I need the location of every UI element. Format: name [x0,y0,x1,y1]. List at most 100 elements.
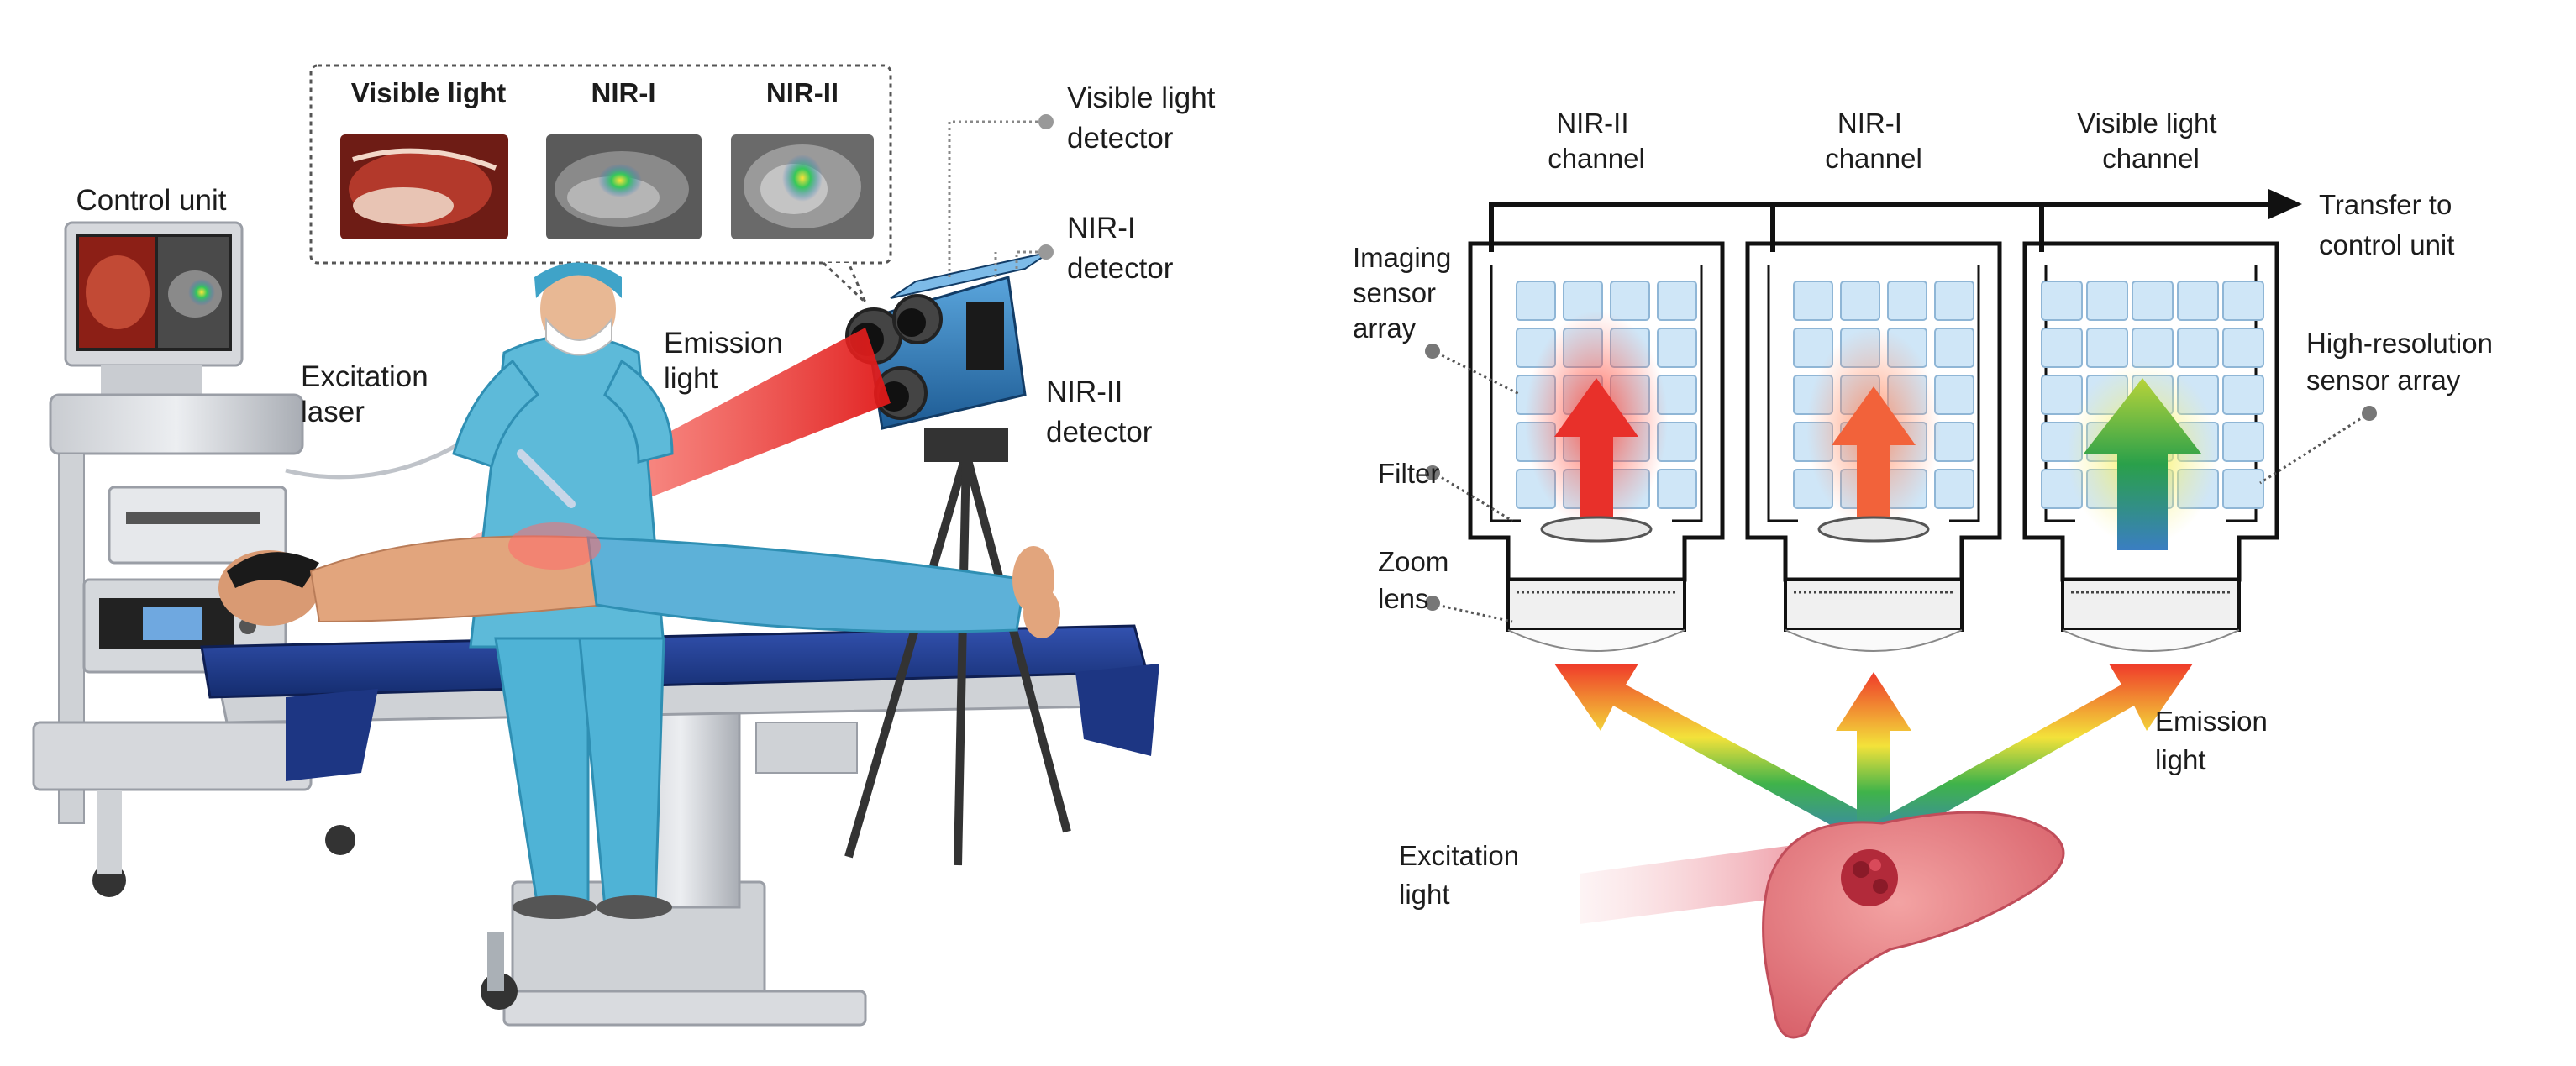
sensor-cell [2222,422,2264,462]
label-zoom-line1: Zoom [1378,546,1448,577]
sensor-cell [1887,281,1927,321]
sensor-cell [2222,328,2264,368]
label-nir1-detector-line1: NIR-I [1067,212,1136,244]
label-channel-nir2: NIR-II channel [1548,108,1645,174]
label-excitation-laser: Excitation laser [301,360,436,428]
tripod-camera [844,251,1071,866]
visible-detector-dot [1038,114,1054,129]
sensor-cell [1934,281,1974,321]
label-high-res-line2: sensor array [2306,365,2461,396]
inset-label-nir1: NIR-I [591,77,656,108]
label-zoom-line2: lens [1378,583,1429,614]
label-nir2-detector-line2: detector [1046,416,1153,449]
label-visible-light-detector-line2: detector [1067,122,1174,155]
nir2-signal-arrow [1554,378,1638,521]
channel-nir2 [1468,241,1725,652]
label-visible-light-detector: Visible light detector [1067,81,1223,155]
sensor-cell [2177,281,2219,321]
inset-nir2-image [731,134,874,239]
image-inset-callout: Visible light NIR-I NIR-II [309,64,892,304]
detector-callout-lines [948,120,1042,277]
label-channel-nir2-line1: NIR-II [1556,108,1628,139]
left-panel-scene: Visible light NIR-I NIR-II [32,64,1223,1027]
sensor-cell [2041,281,2083,321]
label-channel-visible-line1: Visible light [2077,108,2216,139]
label-emission-light-line1: Emission [664,327,783,360]
imaging-sensor-dot [1425,344,1440,359]
sensor-cell [1657,469,1697,509]
sensor-cell [2132,328,2174,368]
label-transfer-line2: control unit [2319,229,2454,260]
label-transfer-to-control-unit: Transfer to control unit [2319,189,2460,260]
label-channel-visible: Visible light channel [2077,108,2225,174]
sensor-cell [2177,328,2219,368]
sensor-cell [1840,281,1880,321]
emission-arrow-center [1836,672,1911,857]
label-channel-nir1: NIR-I channel [1825,108,1922,174]
patient-figure [218,522,1060,638]
filter-disc-nir1 [1817,516,1930,543]
label-excitation-light-line2: light [1399,879,1450,910]
sensor-cell [1610,281,1650,321]
emission-arrows [1554,664,2193,857]
label-emission-light-line2: light [664,362,718,395]
sensor-cell [2086,328,2128,368]
sensor-cell [2086,281,2128,321]
sensor-cell [1793,281,1833,321]
label-emission-right-line1: Emission [2155,706,2268,737]
label-high-resolution-sensor-array: High-resolution sensor array [2306,328,2500,396]
label-channel-nir1-line1: NIR-I [1837,108,1902,139]
label-nir1-detector: NIR-I detector [1067,212,1174,285]
label-control-unit: Control unit [76,184,227,217]
filter-dot [1425,465,1440,480]
high-res-dot [2362,406,2377,421]
tumor [1841,849,1898,906]
sensor-cell [2132,281,2174,321]
sensor-cell [2222,469,2264,509]
emission-arrow-right [1865,664,2193,848]
label-zoom-lens: Zoom lens [1378,546,1457,614]
nir1-signal-arrow [1832,386,1916,521]
label-excitation-laser-line1: Excitation [301,360,428,393]
inset-label-nir2: NIR-II [766,77,839,108]
sensor-cell [1934,328,1974,368]
sensor-cell [1934,375,1974,415]
sensor-cell [2041,328,2083,368]
inset-visible-image [340,134,508,239]
label-channel-visible-line2: channel [2102,143,2200,174]
channel-nir1 [1745,241,2002,652]
label-emission-light: Emission light [664,327,791,395]
label-imaging-line3: array [1353,312,1417,344]
visible-signal-arrow [2084,378,2201,550]
label-filter: Filter [1378,458,1439,489]
label-excitation-light: Excitation light [1399,840,1527,910]
sensor-cell [2222,375,2264,415]
label-imaging-line1: Imaging [1353,242,1451,273]
label-transfer-line1: Transfer to [2319,189,2452,220]
label-excitation-laser-line2: laser [301,396,365,428]
label-high-res-line1: High-resolution [2306,328,2493,359]
label-nir2-detector-line1: NIR-II [1046,375,1122,408]
inset-nir1-image [546,134,702,239]
label-emission-right-line2: light [2155,744,2206,775]
label-emission-light-right: Emission light [2155,706,2275,775]
sensor-cell [1516,281,1556,321]
channel-visible [2022,241,2279,652]
liver-organ [1762,811,2065,1039]
excitation-light-beam [1580,840,1840,924]
sensor-cell [2041,375,2083,415]
zoom-lens-dot [1425,596,1440,611]
filter-disc-nir2 [1540,516,1653,543]
label-imaging-line2: sensor [1353,277,1436,308]
sensor-cell [1934,469,1974,509]
sensor-cell [1657,328,1697,368]
transfer-arrowhead [2268,189,2302,219]
emission-arrow-left [1554,664,1890,848]
right-callout-lines [1436,351,2366,623]
label-visible-light-detector-line1: Visible light [1067,81,1216,114]
label-excitation-light-line1: Excitation [1399,840,1519,871]
sensor-cell [1657,281,1697,321]
label-channel-nir2-line2: channel [1548,143,1645,174]
control-unit-cart [32,221,355,897]
